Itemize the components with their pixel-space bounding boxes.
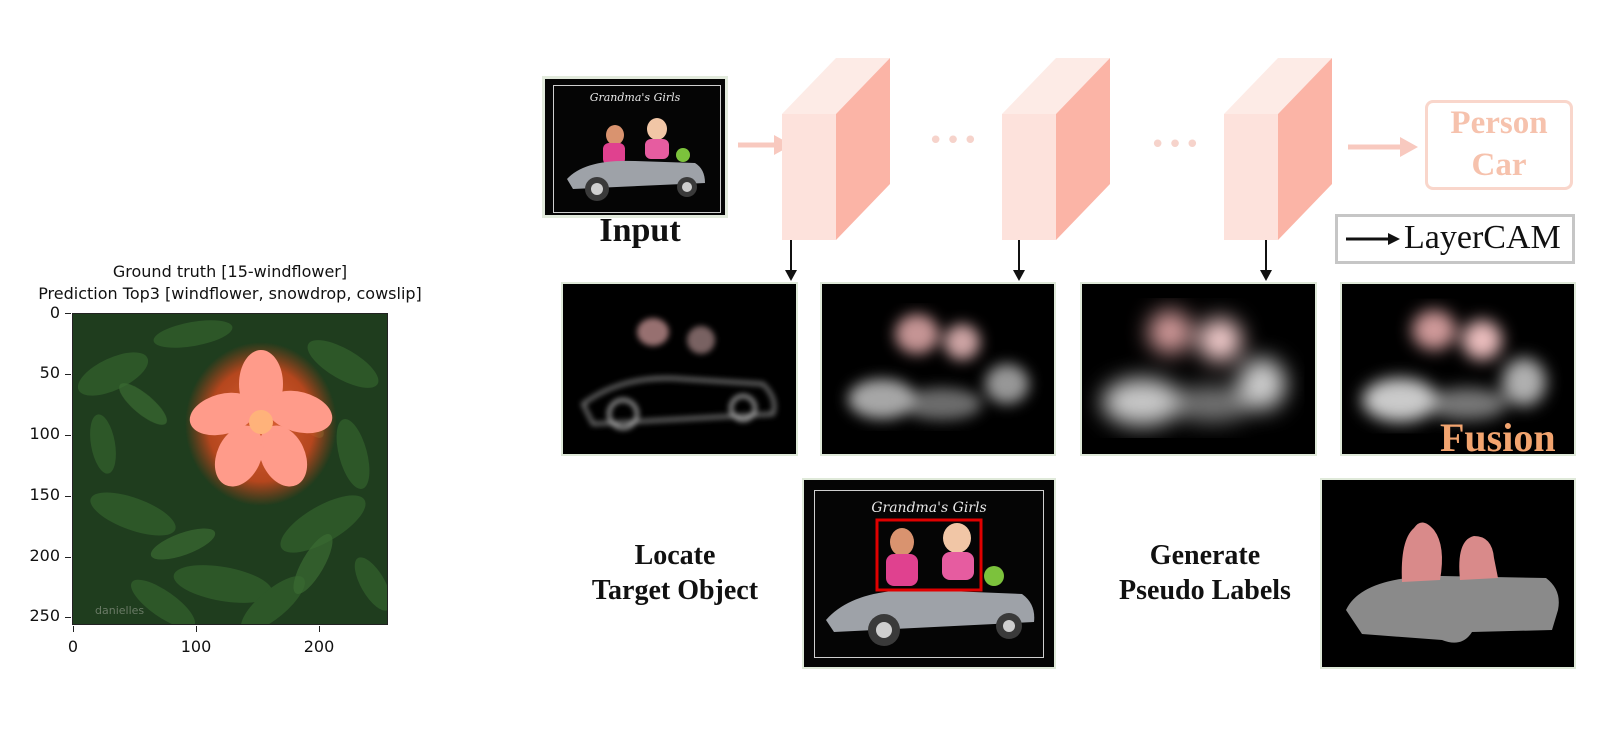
fusion-map [1340,282,1576,456]
located-object-image: Grandma's Girls [802,478,1056,669]
legend-label: LayerCAM [1404,219,1561,256]
output-class-car: Car [1471,147,1527,183]
locate-line-1: Locate [634,540,716,571]
layercam-arrow-1 [785,240,797,281]
cam-map-2-svg [848,314,1029,420]
x-tick-mark [196,626,197,632]
bounding-box [875,518,983,592]
output-class-person: Person [1450,105,1548,141]
layercam-arrow-2 [1013,240,1025,281]
y-tick: 0 [49,303,60,322]
cnn-block-1 [782,58,890,240]
y-tick: 50 [39,363,60,382]
generate-line-2: Pseudo Labels [1119,575,1291,606]
y-tick-mark [65,617,71,618]
y-tick-mark [65,374,71,375]
y-tick: 250 [29,606,60,625]
locate-label: Locate Target Object [575,538,775,608]
generate-line-1: Generate [1149,540,1261,571]
y-tick: 100 [29,424,60,443]
pseudo-mask-svg [1346,522,1559,643]
fusion-map-svg [1362,310,1546,422]
y-tick-mark [65,435,71,436]
output-classes-box: Person Car [1425,100,1573,190]
plot-title-ground-truth: Ground truth [15-windflower] [112,262,348,281]
pseudo-label-mask [1320,478,1576,669]
photo-caption: Grandma's Girls [871,500,987,516]
photo-caption: Grandma's Girls [589,91,681,104]
generate-label: Generate Pseudo Labels [1100,538,1310,608]
legend-arrow-icon [1346,233,1400,245]
fusion-label: Fusion [1440,415,1556,460]
input-image: Grandma's Girls [542,76,728,218]
ellipsis-1: ••• [928,126,981,156]
photo-frame [814,490,1044,658]
y-tick-mark [65,557,71,558]
x-tick: 100 [180,637,212,656]
locate-line-2: Target Object [591,575,759,606]
cnn-block-3 [1224,58,1332,240]
y-tick: 150 [29,485,60,504]
plot-title-prediction: Prediction Top3 [windflower, snowdrop, c… [38,284,422,303]
layercam-legend: LayerCAM [1335,214,1575,264]
output-arrow [1348,137,1418,157]
cnn-block-2 [1002,58,1110,240]
x-tick: 200 [303,637,335,656]
layercam-arrow-3 [1260,240,1272,281]
cam-map-3-svg [1102,310,1286,426]
input-label: Input [599,212,681,249]
x-tick: 0 [67,637,79,656]
y-tick: 200 [29,546,60,565]
y-tick-mark [65,313,71,314]
x-tick-mark [319,626,320,632]
located-scene-svg [826,518,1035,646]
x-tick-mark [73,626,74,632]
photo-frame [553,85,721,213]
flower-heatmap-image: danielles [72,313,388,625]
layercam-map-1 [561,282,798,456]
ellipsis-2: ••• [1150,130,1203,160]
layercam-map-3 [1080,282,1317,456]
layercam-map-2 [820,282,1056,456]
y-tick-mark [65,496,71,497]
flower-image-svg: danielles [73,314,387,624]
flower-watermark: danielles [95,604,144,617]
input-scene-svg [567,118,705,201]
cam-map-1-svg [581,318,776,430]
